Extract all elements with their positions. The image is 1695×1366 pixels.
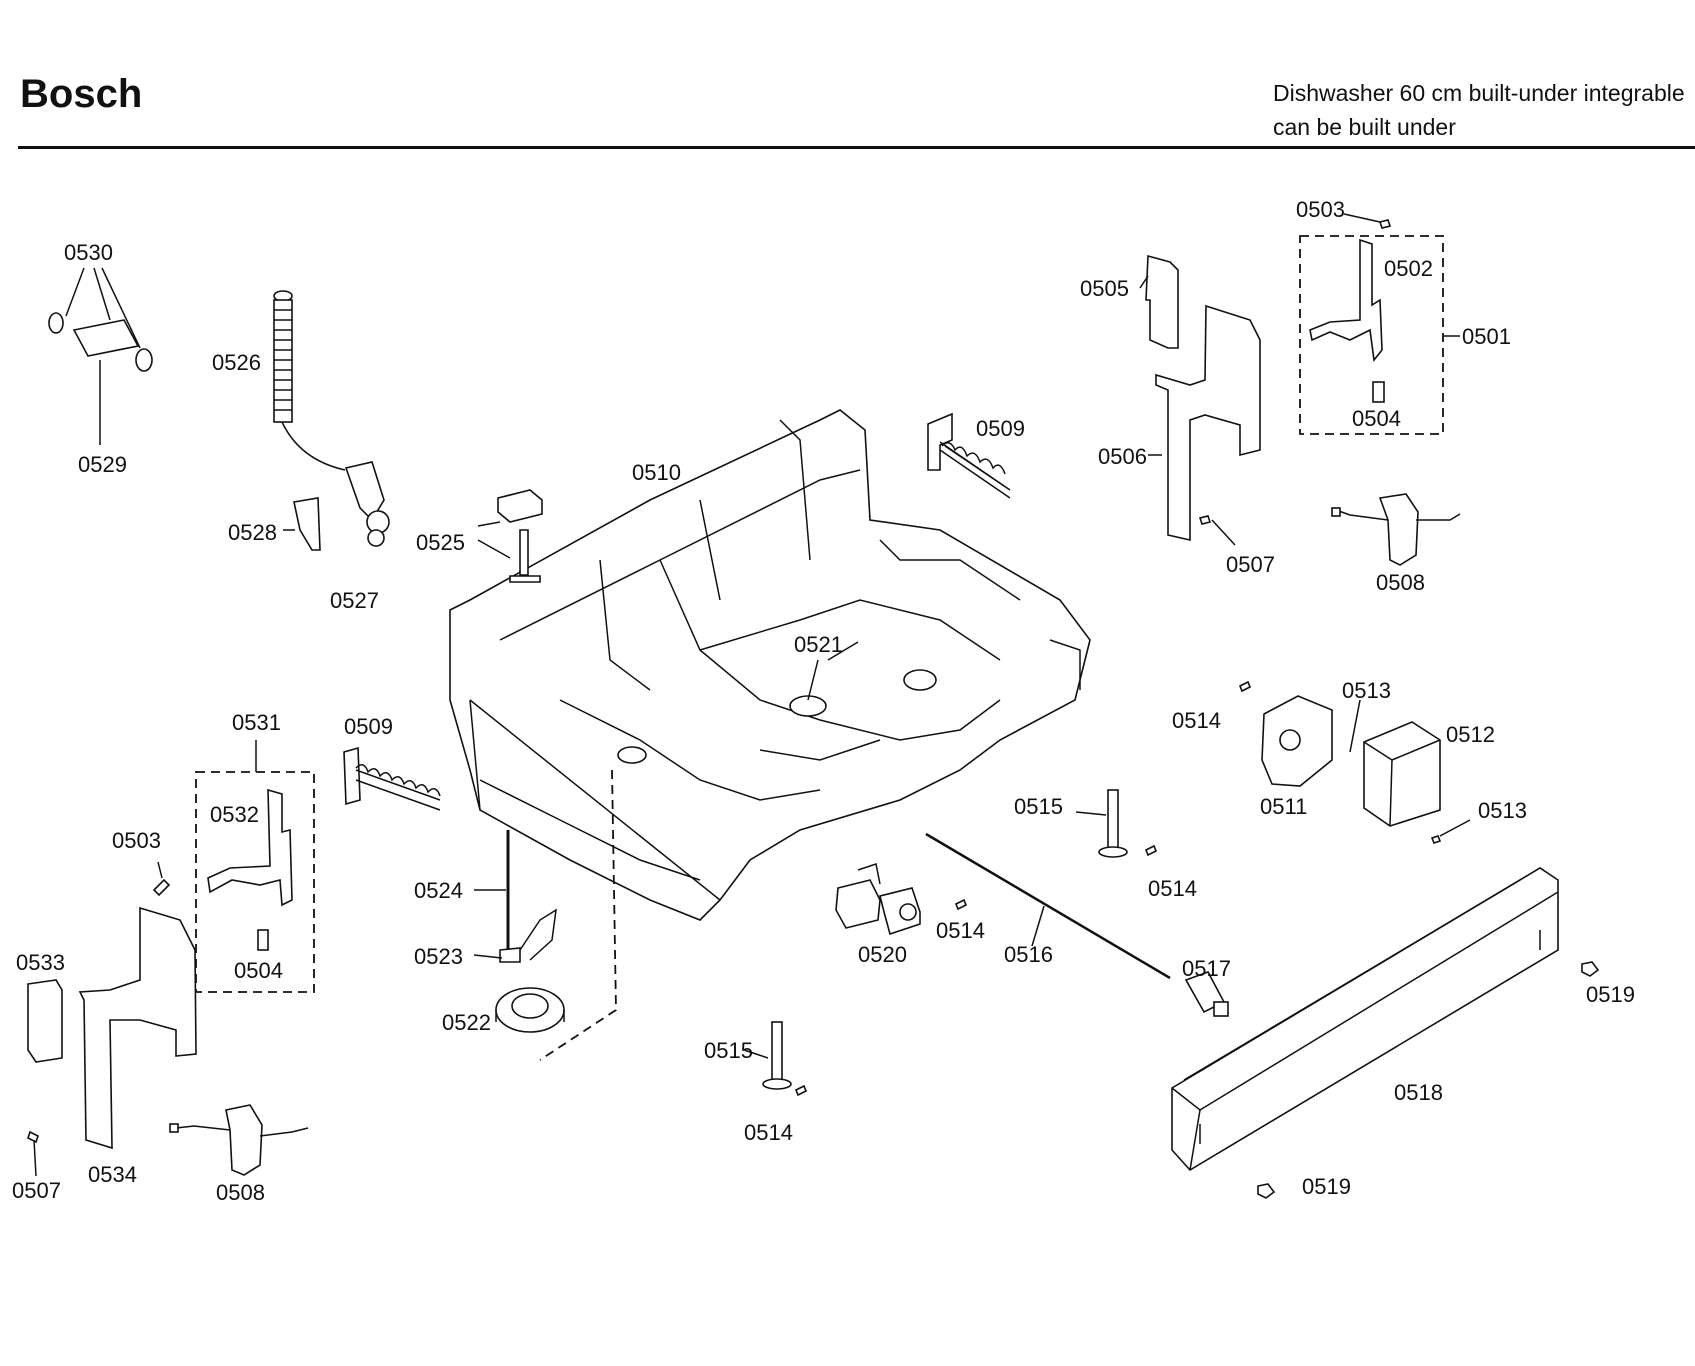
callout-0526: 0526 [212, 350, 261, 375]
brand-title: Bosch [20, 72, 143, 116]
hose-clip-part [293, 497, 321, 551]
callout-0503-left: 0503 [112, 828, 161, 853]
screw-icon [152, 878, 171, 897]
callout-0525: 0525 [416, 530, 465, 555]
left-door-spring-part [343, 746, 441, 811]
adjustment-rod-part [925, 832, 1171, 980]
screw-icon [954, 898, 968, 911]
callout-0533: 0533 [16, 950, 65, 975]
callout-0532: 0532 [210, 802, 259, 827]
callout-0523: 0523 [414, 944, 463, 969]
callout-0501: 0501 [1462, 324, 1511, 349]
door-spring-part [927, 412, 1011, 499]
callout-0529: 0529 [78, 452, 127, 477]
base-tub-part [449, 409, 1091, 921]
callout-0513-top: 0513 [1342, 678, 1391, 703]
screw-icon [794, 1084, 808, 1097]
screw-icon [1430, 835, 1442, 844]
description-line-2: can be built under [1273, 114, 1456, 140]
callout-0509-bottom: 0509 [344, 714, 393, 739]
left-door-switch-part [169, 1104, 309, 1176]
callout-0515-b: 0515 [704, 1038, 753, 1063]
callout-0507-right: 0507 [1226, 552, 1275, 577]
callout-0514-a: 0514 [1172, 708, 1221, 733]
corrugated-hose-part [273, 290, 390, 547]
callout-0503-top: 0503 [1296, 197, 1345, 222]
callout-0528: 0528 [228, 520, 277, 545]
float-switch-part [499, 830, 557, 963]
side-cover-part [27, 979, 63, 1063]
screw-icon [1238, 680, 1252, 693]
callout-0504-left: 0504 [234, 958, 283, 983]
callout-0530: 0530 [64, 240, 113, 265]
callout-0531: 0531 [232, 710, 281, 735]
screw-icon [1198, 515, 1212, 525]
callout-0527: 0527 [330, 588, 379, 613]
callout-0518: 0518 [1394, 1080, 1443, 1105]
screw-icon [1378, 219, 1392, 229]
callout-0519-right: 0519 [1586, 982, 1635, 1007]
screw-icon [1257, 1183, 1276, 1199]
callout-0509-top: 0509 [976, 416, 1025, 441]
stopper-part [497, 489, 543, 583]
callout-0507-left: 0507 [12, 1178, 61, 1203]
callout-0510: 0510 [632, 460, 681, 485]
callout-0502: 0502 [1384, 256, 1433, 281]
callout-0504-top: 0504 [1352, 406, 1401, 431]
hinge-cover-part [1145, 254, 1179, 349]
left-hinge-lever-part [78, 906, 197, 1150]
callout-0514-d: 0514 [744, 1120, 793, 1145]
callout-0512: 0512 [1446, 722, 1495, 747]
screw-icon [1144, 844, 1158, 857]
screw-icon [1581, 961, 1600, 977]
hinge-lever-part [1155, 304, 1261, 542]
toe-kick-panel-part [1171, 867, 1559, 1172]
header-divider [18, 146, 1695, 149]
callout-0508-right: 0508 [1376, 570, 1425, 595]
callout-0506: 0506 [1098, 444, 1147, 469]
callout-0514-b: 0514 [1148, 876, 1197, 901]
leveling-foot-part [762, 789, 1128, 1090]
callout-0513-bottom: 0513 [1478, 798, 1527, 823]
hinge-bracket-part [1309, 238, 1385, 403]
adjustment-knob-part [1184, 971, 1229, 1017]
float-cup-part [495, 987, 565, 1033]
left-bracket-group-box [195, 771, 315, 993]
appliance-description: Dishwasher 60 cm built-under integrable … [1273, 76, 1685, 144]
inlet-valve-part [835, 863, 921, 936]
callout-0514-c: 0514 [936, 918, 985, 943]
callout-0511: 0511 [1260, 794, 1307, 819]
callout-0516: 0516 [1004, 942, 1053, 967]
screw-icon [27, 1130, 39, 1144]
callout-0517: 0517 [1182, 956, 1231, 981]
door-switch-part [1331, 493, 1461, 566]
callout-0522: 0522 [442, 1010, 491, 1035]
bracket-assembly-group-box [1299, 235, 1444, 435]
toe-kick-bracket-part [1261, 695, 1333, 787]
callout-0524: 0524 [414, 878, 463, 903]
callout-0519-bottom: 0519 [1302, 1174, 1351, 1199]
callout-0505: 0505 [1080, 276, 1129, 301]
toe-kick-cover-part [1363, 721, 1441, 827]
callout-0534: 0534 [88, 1162, 137, 1187]
callout-0521: 0521 [794, 632, 843, 657]
callout-0508-left: 0508 [216, 1180, 265, 1205]
drain-connection-part [48, 312, 153, 372]
left-hinge-bracket-part [207, 788, 293, 951]
description-line-1: Dishwasher 60 cm built-under integrable [1273, 80, 1685, 106]
callout-0515-a: 0515 [1014, 794, 1063, 819]
callout-0520: 0520 [858, 942, 907, 967]
